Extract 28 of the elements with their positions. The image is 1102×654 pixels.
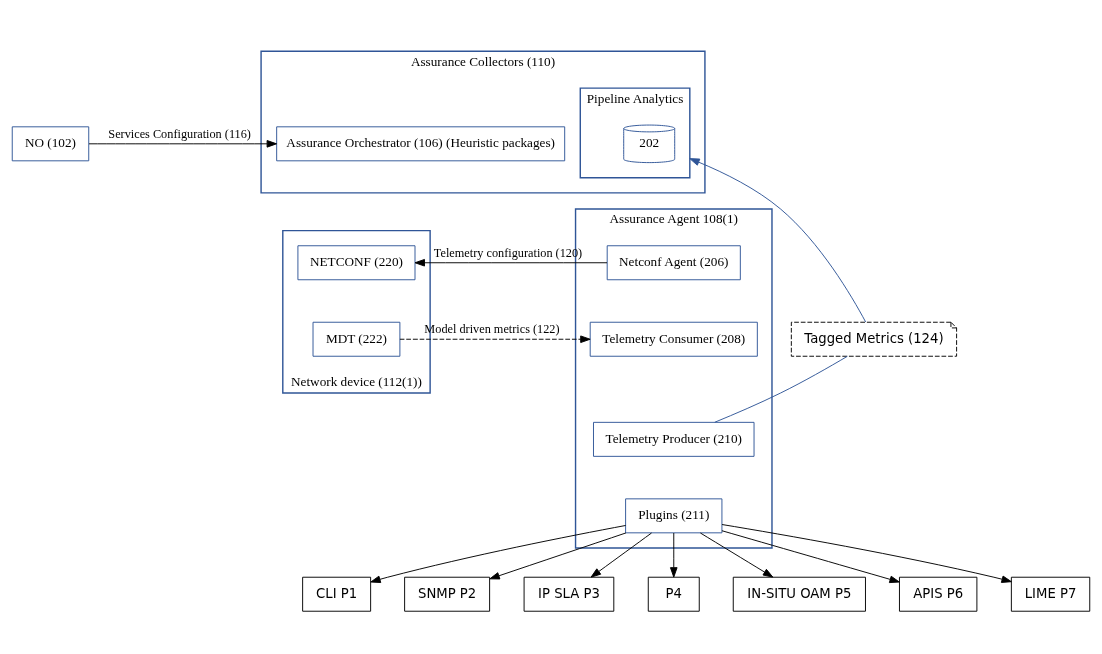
arrow	[414, 258, 608, 267]
arrow	[399, 334, 591, 343]
node-box: Telemetry Producer (210)	[593, 421, 755, 457]
node-box: IP SLA P3	[523, 576, 615, 612]
node-box: NO (102)	[11, 125, 90, 161]
arrow	[689, 157, 867, 322]
arrow	[590, 532, 652, 578]
node-box: Assurance Orchestrator (106) (Heuristic packages)	[276, 125, 566, 161]
arrow	[699, 532, 774, 578]
node-box: Telemetry Consumer (208)	[589, 321, 758, 357]
node-box: NETCONF (220)	[297, 244, 416, 280]
arrow	[88, 139, 278, 148]
node-box: CLI P1	[302, 576, 372, 612]
node-box: Plugins (211)	[625, 497, 723, 533]
node-box: MDT (222)	[312, 321, 401, 357]
connector	[714, 355, 848, 423]
arrow	[721, 523, 1012, 583]
arrow	[370, 524, 627, 583]
node-box: IN-SITU OAM P5	[732, 576, 866, 612]
node-box: Netconf Agent (206)	[606, 244, 741, 280]
node-box: LIME P7	[1010, 576, 1091, 612]
arrow	[721, 529, 900, 583]
node-box: P4	[647, 576, 700, 612]
arrow	[489, 531, 627, 579]
node-box: SNMP P2	[404, 576, 491, 612]
edge-label: Services Configuration (116)	[108, 126, 251, 141]
arrow	[670, 532, 678, 578]
node-box: APIS P6	[899, 576, 978, 612]
